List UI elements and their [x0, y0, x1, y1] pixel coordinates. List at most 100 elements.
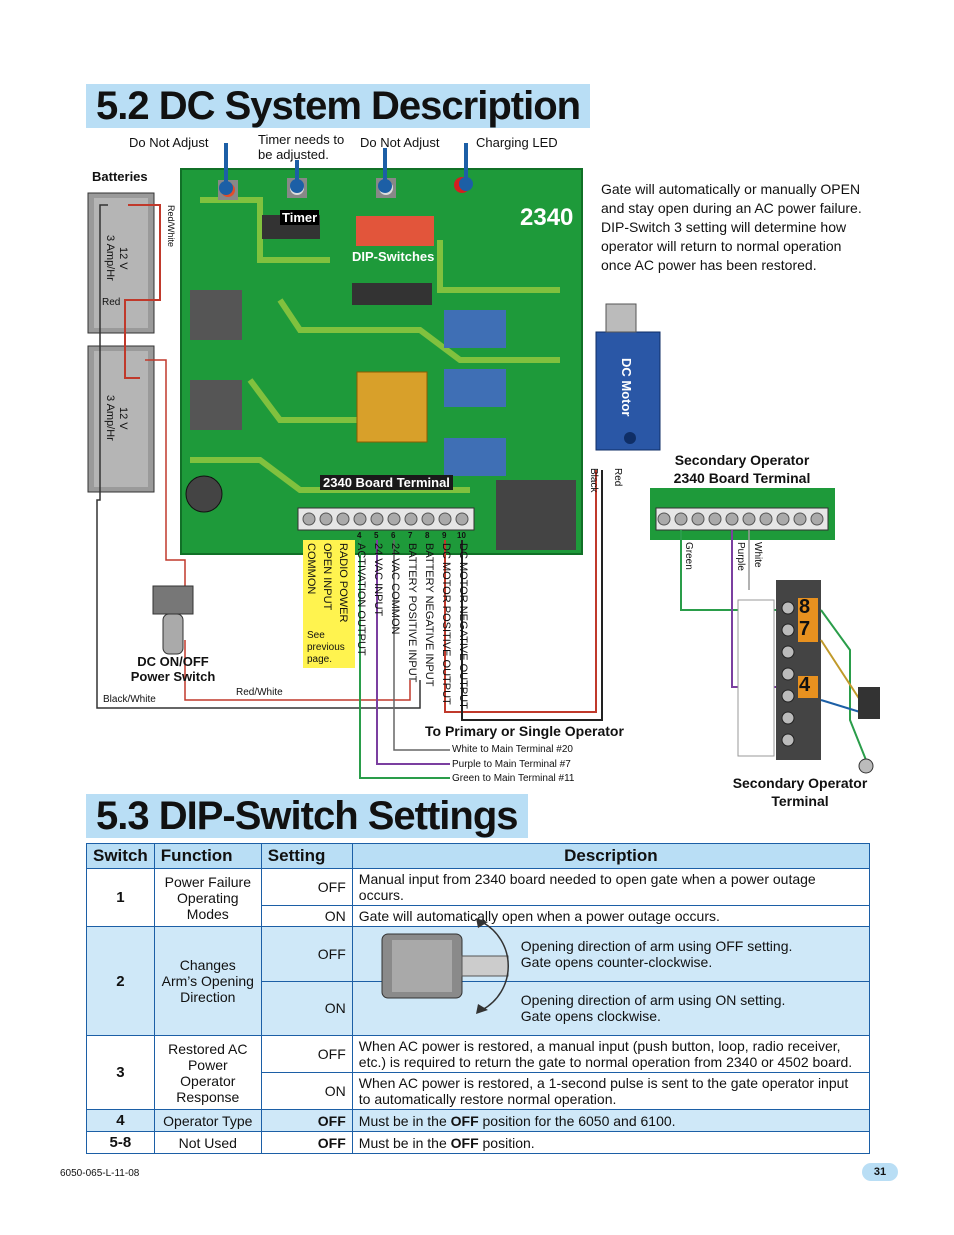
description-text: Must be in the	[358, 1112, 451, 1129]
table-row: 1 Power Failure Operating Modes OFF Manu…	[86, 868, 871, 927]
function-cell: Power Failure Operating Modes	[153, 868, 262, 927]
relay	[356, 371, 428, 443]
secondary-purple-label: Purple	[735, 542, 746, 571]
power-switch-label: DC ON/OFF Power Switch	[130, 654, 216, 684]
red-white-wire-label-2: Red/White	[236, 687, 283, 698]
board-name: 2340	[520, 204, 574, 231]
terminal-function-activation-output: ACTIVATION OUTPUT	[355, 543, 367, 656]
table-row: 3 Restored AC Power Operator Response OF…	[86, 1035, 871, 1110]
switch-cell: 5-8	[86, 1131, 155, 1154]
dip-switch-block	[356, 216, 434, 246]
dc-motor-label: DC Motor	[619, 358, 634, 417]
dc-motor	[595, 331, 661, 451]
table-header-row: Switch Function Setting Description	[86, 843, 871, 869]
setting-cell: ON	[260, 905, 353, 927]
secondary-board-label: Secondary Operator 2340 Board Terminal	[673, 452, 811, 486]
terminal-function-open-input: OPEN INPUT	[321, 543, 333, 611]
secondary-green-label: Green	[683, 542, 694, 570]
function-cell: Changes Arm’s Opening Direction	[153, 926, 262, 1036]
svg-text:10: 10	[457, 531, 466, 540]
setting-cell: OFF	[260, 1109, 353, 1132]
switch-cell: 4	[86, 1109, 155, 1132]
header-setting: Setting	[260, 843, 353, 869]
secondary-terminal-label: Secondary Operator Terminal	[732, 775, 868, 809]
purple-wire-destination: Purple to Main Terminal #7	[452, 759, 571, 770]
svg-text:9: 9	[442, 531, 447, 540]
motor-rotation-illustration	[381, 918, 509, 1014]
batteries-label: Batteries	[92, 169, 148, 184]
timer-note-label: Timer needs to be adjusted.	[258, 132, 345, 162]
description-cell: Must be in the OFF position.	[351, 1131, 871, 1154]
header-function: Function	[153, 843, 262, 869]
description-cell: Manual input from 2340 board needed to o…	[351, 868, 871, 906]
see-previous-box	[303, 540, 355, 668]
switch-cell: 3	[86, 1035, 155, 1110]
battery-2-label: 12 V 3 Amp/Hr	[104, 395, 129, 441]
description-text: position for the 6050 and 6100.	[478, 1112, 676, 1129]
table-row: ON When AC power is restored, a 1-second…	[87, 1072, 871, 1110]
diagram-description: Gate will automatically or manually OPEN…	[601, 181, 862, 273]
terminal-function-motor-positive: DC MOTOR POSITIVE OUTPUT	[440, 543, 452, 705]
setting-cell: OFF	[260, 1131, 353, 1154]
red-wire-label-2: Red	[612, 468, 623, 487]
dip-switches-label: DIP-Switches	[352, 249, 435, 264]
board-terminal-label: 2340 Board Terminal	[320, 475, 453, 490]
do-not-adjust-label-1: Do Not Adjust	[129, 135, 209, 150]
svg-text:7: 7	[408, 531, 413, 540]
description-cell: When AC power is restored, a manual inpu…	[351, 1035, 871, 1073]
page-number: 31	[862, 1163, 898, 1181]
function-cell: Operator Type	[153, 1109, 262, 1132]
green-wire-destination: Green to Main Terminal #11	[452, 773, 575, 784]
terminal-function-battery-positive: BATTERY POSITIVE INPUT	[406, 543, 418, 683]
see-previous-note: See previous page.	[307, 630, 345, 665]
table-row: 5-8 Not Used OFF Must be in the OFF posi…	[86, 1131, 871, 1154]
svg-text:8: 8	[425, 531, 430, 540]
terminal-function-radio-power: RADIO POWER	[337, 543, 349, 623]
terminal-function-24vac-common: 24 VAC COMMON	[389, 543, 401, 635]
to-primary-label: To Primary or Single Operator	[425, 723, 624, 739]
description-cell: When AC power is restored, a 1-second pu…	[351, 1072, 871, 1110]
terminal-number-7: 7	[799, 618, 811, 640]
description-bold: OFF	[450, 1112, 479, 1129]
setting-cell: OFF	[260, 1035, 353, 1073]
terminal-function-24vac-input: 24 VAC INPUT	[372, 543, 384, 617]
white-wire-destination: White to Main Terminal #20	[452, 744, 573, 755]
function-cell: Restored AC Power Operator Response	[153, 1035, 262, 1110]
black-wire-label: Black	[588, 468, 599, 493]
description-text: position.	[478, 1134, 535, 1151]
red-white-wire-label: Red/White	[166, 205, 176, 248]
section-title-5-2: 5.2 DC System Description	[86, 84, 591, 128]
terminal-number-4: 4	[799, 674, 811, 696]
charging-led-label: Charging LED	[476, 135, 558, 150]
terminal-function-motor-negative: DC MOTOR NEGATIVE OUTPUT	[457, 543, 469, 709]
secondary-white-label: White	[752, 542, 763, 568]
timer-label: Timer	[280, 210, 320, 225]
switch-cell: 1	[86, 868, 155, 927]
svg-text:5: 5	[374, 531, 379, 540]
red-wire-label: Red	[102, 297, 121, 308]
setting-cell: ON	[260, 980, 353, 1036]
do-not-adjust-label-2: Do Not Adjust	[360, 135, 440, 150]
battery-1-label: 12 V 3 Amp/Hr	[104, 235, 129, 281]
setting-cell: ON	[260, 1072, 353, 1110]
function-cell: Not Used	[153, 1131, 262, 1154]
setting-cell: OFF	[260, 926, 353, 982]
header-switch: Switch	[86, 843, 155, 869]
black-white-wire-label: Black/White	[103, 694, 156, 705]
svg-text:6: 6	[391, 531, 396, 540]
table-row: 4 Operator Type OFF Must be in the OFF p…	[86, 1109, 871, 1132]
terminal-function-common: COMMON	[305, 543, 317, 595]
terminal-function-battery-negative: BATTERY NEGATIVE INPUT	[423, 543, 435, 687]
terminal-number-8: 8	[799, 596, 811, 618]
description-bold: OFF	[450, 1134, 479, 1151]
power-switch	[152, 585, 194, 615]
document-code: 6050-065-L-11-08	[60, 1168, 140, 1179]
header-description: Description	[351, 843, 871, 869]
description-text: Must be in the	[358, 1134, 451, 1151]
switch-cell: 2	[86, 926, 155, 1036]
section-title-5-3: 5.3 DIP-Switch Settings	[86, 794, 528, 838]
setting-cell: OFF	[260, 868, 353, 906]
svg-text:4: 4	[357, 531, 362, 540]
description-cell: Must be in the OFF position for the 6050…	[351, 1109, 871, 1132]
